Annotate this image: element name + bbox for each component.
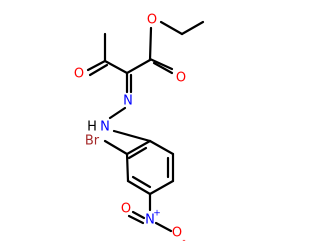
atom-ester-o-single: O xyxy=(147,13,157,28)
bond-nitro-o-double-b xyxy=(127,214,145,225)
ring-bond-1 xyxy=(125,139,152,156)
bond-ethyl-ch2-o xyxy=(159,20,184,36)
bond-ethyl-ch3 xyxy=(180,20,205,36)
bond-alpha-c-ketone-c xyxy=(103,59,129,75)
bond-ketone-double-a xyxy=(86,59,107,72)
atom-hydrazone-n1: N xyxy=(123,94,133,109)
atom-ester-o-double: O xyxy=(176,71,186,86)
bond-n2-aryl xyxy=(112,129,152,143)
bond-n1-n2 xyxy=(108,106,127,120)
atom-ketone-o: O xyxy=(74,67,84,82)
atom-br: Br xyxy=(85,134,100,149)
charge-nitro-minus: - xyxy=(182,236,185,246)
atom-h: H xyxy=(87,120,97,135)
ring-bond-6 xyxy=(148,139,175,156)
atom-nitro-o-double: O xyxy=(121,202,131,217)
ring-bond-4 xyxy=(148,179,175,196)
atom-hydrazone-n2: N xyxy=(100,120,110,135)
bond-ester-carbonyl-double-a xyxy=(148,57,174,71)
bond-nitro-o-single xyxy=(154,221,173,233)
bond-carbonyl-c-alpha-c xyxy=(125,58,152,75)
bond-ketone-double-b xyxy=(88,63,109,77)
bond-ring-br xyxy=(103,139,129,156)
bond-nitro-o-double-a xyxy=(131,210,146,220)
ring-bond-3-inner xyxy=(131,175,152,189)
bond-ester-carbonyl-double-b xyxy=(152,61,174,75)
ring-bond-1-inner xyxy=(127,146,148,160)
chemical-structure-diagram: O O O N N H Br N + O O - xyxy=(73,12,205,246)
bond-ester-o-carbonyl-c xyxy=(148,26,153,62)
ring-bond-2 xyxy=(125,152,130,183)
atom-nitro-n: N xyxy=(145,213,155,228)
ring-bond-3 xyxy=(126,179,152,196)
molecule-svg: O O O N N H Br N + O O - xyxy=(74,13,205,246)
charge-nitro-plus: + xyxy=(153,209,161,219)
atom-nitro-o-single: O xyxy=(172,226,182,241)
